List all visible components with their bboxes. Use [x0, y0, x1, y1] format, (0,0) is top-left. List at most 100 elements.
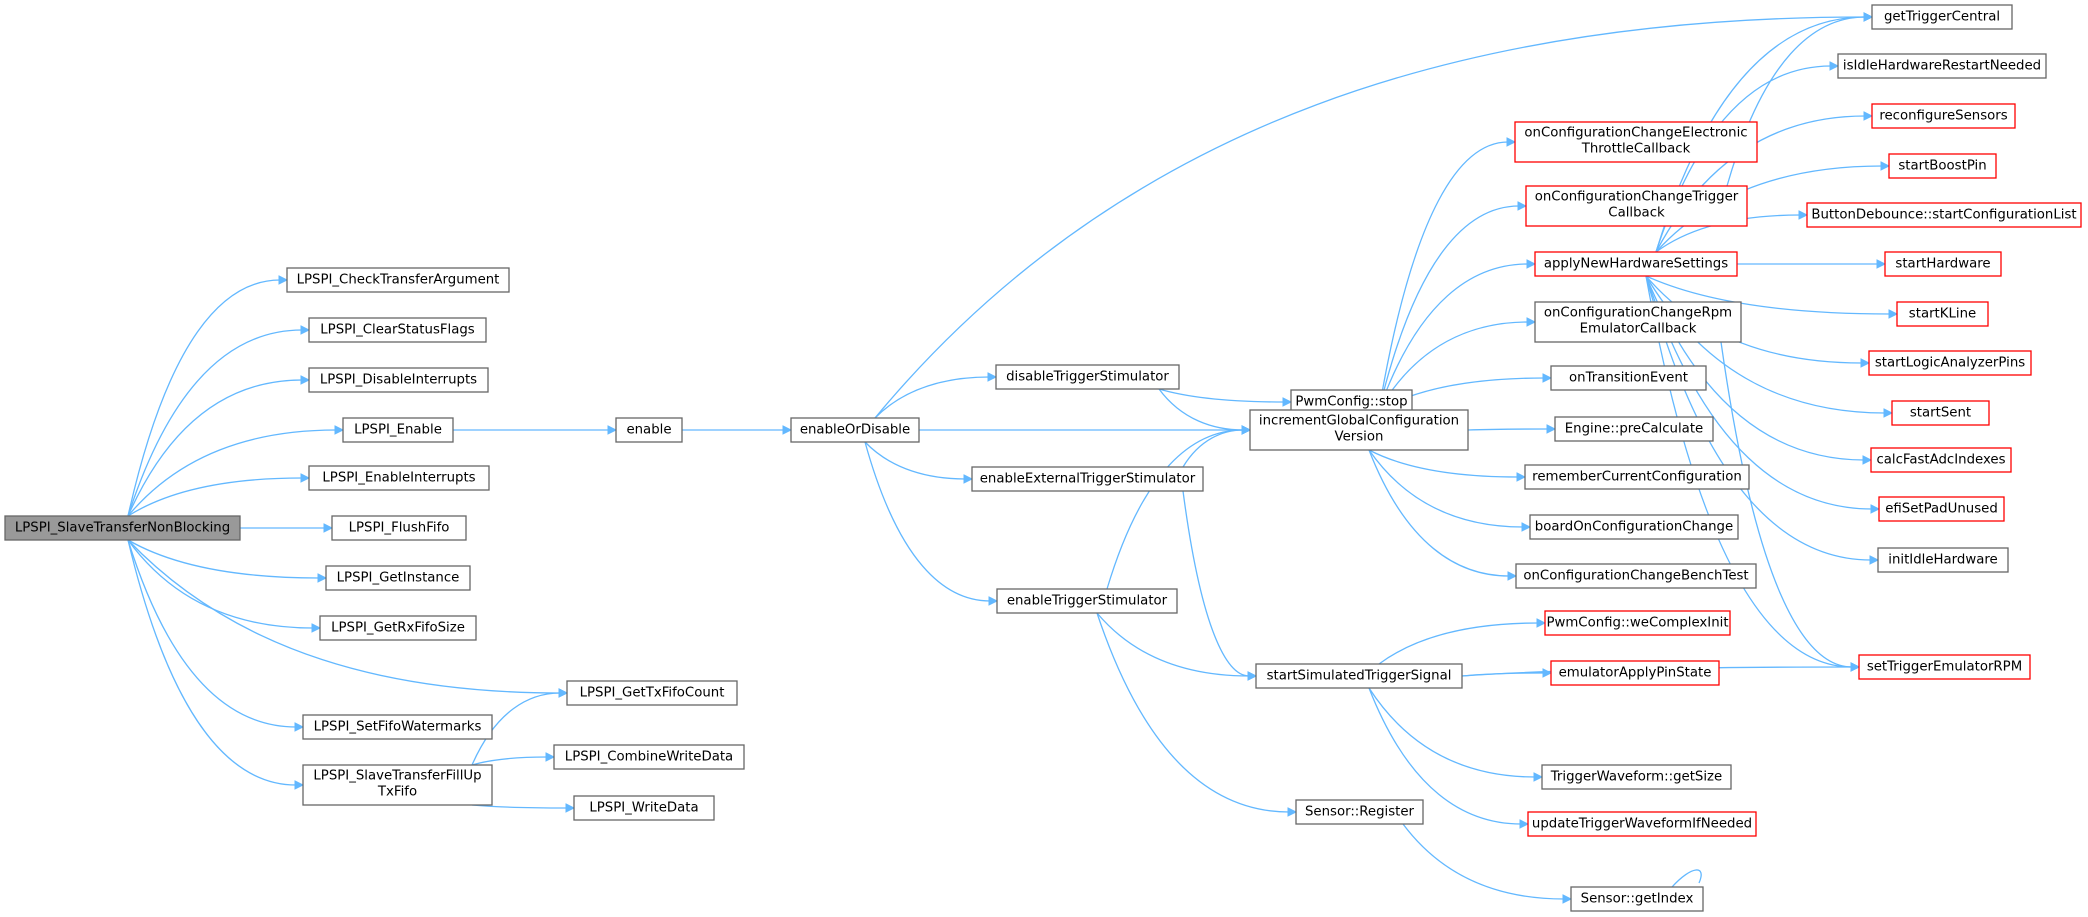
call-arrow-fillUp-to-getTxFifoCount: [558, 688, 569, 698]
function-node-startKLine[interactable]: startKLine: [1896, 301, 1989, 327]
node-box: [1550, 660, 1720, 686]
function-nodes: LPSPI_SlaveTransferNonBlocking LPSPI_Chec…: [4, 4, 2082, 912]
call-edge-sensorGetIndex-self: [1671, 869, 1702, 888]
call-edge-root-to-checkArg: [127, 279, 281, 517]
function-node-disableTrig[interactable]: disableTriggerStimulator: [995, 364, 1180, 390]
function-node-sensorGetIndex[interactable]: Sensor::getIndex: [1570, 886, 1704, 912]
call-arrow-root-to-checkArg: [278, 275, 289, 285]
node-box: [286, 267, 510, 293]
function-node-getTxFifoCount[interactable]: LPSPI_GetTxFifoCount: [566, 680, 738, 706]
node-label: PwmConfig::stop: [1295, 395, 1407, 410]
function-node-updTrigWave[interactable]: updateTriggerWaveformIfNeeded: [1527, 811, 1757, 837]
function-node-trigWaveSize[interactable]: TriggerWaveform::getSize: [1541, 764, 1732, 790]
call-arrow-incGlobal-to-onTransition: [1542, 373, 1553, 383]
node-box: [1524, 464, 1750, 490]
function-node-getTrigCentral[interactable]: getTriggerCentral: [1871, 4, 2013, 30]
call-arrow-incGlobal-to-boardOnCfg: [1521, 522, 1532, 532]
function-node-startSent[interactable]: startSent: [1891, 400, 1990, 426]
node-box: [1806, 202, 2082, 228]
function-node-combineWrite[interactable]: LPSPI_CombineWriteData: [553, 744, 745, 770]
call-edge-fillUp-to-getTxFifoCount: [471, 692, 561, 766]
call-edge-enableTrig-to-startSim: [1096, 612, 1250, 677]
function-node-root[interactable]: LPSPI_SlaveTransferNonBlocking: [4, 515, 241, 541]
call-arrow-lpspiEnable-to-enable: [607, 425, 618, 435]
node-box: [1888, 153, 1997, 179]
function-node-setTrigEmu[interactable]: setTriggerEmulatorRPM: [1858, 654, 2031, 680]
function-node-onCfgBench[interactable]: onConfigurationChangeBenchTest: [1515, 563, 1757, 589]
function-node-setFifoWm[interactable]: LPSPI_SetFifoWatermarks: [302, 714, 493, 740]
node-box: [302, 764, 493, 806]
function-node-onTransition[interactable]: onTransitionEvent: [1550, 365, 1707, 391]
function-node-flushFifo[interactable]: LPSPI_FlushFifo: [331, 515, 467, 541]
node-label: boardOnConfigurationChange: [1535, 520, 1733, 535]
function-node-startBoost[interactable]: startBoostPin: [1888, 153, 1997, 179]
node-box: [1515, 563, 1757, 589]
node-label: TxFifo: [377, 785, 417, 800]
function-node-isIdleRestart[interactable]: isIdleHardwareRestartNeeded: [1837, 53, 2047, 79]
call-arrow-enable-to-enableOrDisable: [782, 425, 793, 435]
node-label: onConfigurationChangeRpm: [1544, 306, 1732, 321]
call-arrow-root-to-clearStatus: [300, 325, 311, 335]
function-node-pwmComplex[interactable]: PwmConfig::weComplexInit: [1544, 610, 1731, 636]
function-node-initIdle[interactable]: initIdleHardware: [1877, 547, 2009, 573]
function-node-disableInt[interactable]: LPSPI_DisableInterrupts: [308, 367, 489, 393]
function-node-sensorRegister[interactable]: Sensor::Register: [1295, 799, 1424, 825]
function-node-lpspiEnable[interactable]: LPSPI_Enable: [342, 417, 454, 443]
function-node-onCfgEtb[interactable]: onConfigurationChangeElectronicThrottleC…: [1514, 121, 1758, 163]
node-box: [1529, 514, 1739, 540]
call-arrow-sensorRegister-to-sensorGetIndex: [1562, 894, 1573, 904]
node-box: [4, 515, 241, 541]
function-node-clearStatus[interactable]: LPSPI_ClearStatusFlags: [308, 317, 487, 343]
node-label: Sensor::getIndex: [1581, 892, 1694, 907]
function-node-reconfSensors[interactable]: reconfigureSensors: [1871, 103, 2016, 129]
function-node-enableOrDisable[interactable]: enableOrDisable: [790, 417, 920, 443]
node-label: TriggerWaveform::getSize: [1550, 770, 1722, 785]
call-arrow-incGlobal-to-applyHw: [1526, 259, 1537, 269]
function-node-enableInt[interactable]: LPSPI_EnableInterrupts: [308, 465, 490, 491]
call-edge-onCfgRpm-to-setTrigEmu: [1720, 341, 1853, 668]
function-node-boardOnCfg[interactable]: boardOnConfigurationChange: [1529, 514, 1739, 540]
function-node-enableExtTrig[interactable]: enableExternalTriggerStimulator: [971, 466, 1204, 492]
call-edge-enableTrig-to-incGlobal: [1106, 429, 1244, 590]
call-edge-root-to-fillUp: [127, 539, 297, 786]
function-node-calcFastAdc[interactable]: calcFastAdcIndexes: [1870, 447, 2012, 473]
node-box: [302, 714, 493, 740]
node-label: EmulatorCallback: [1580, 322, 1697, 337]
node-label: onTransitionEvent: [1569, 371, 1688, 386]
call-edge-incGlobal-to-rememberCfg: [1368, 449, 1519, 478]
function-node-enable[interactable]: enable: [615, 417, 683, 443]
call-edge-enableOrDisable-to-enableTrig: [864, 441, 991, 602]
function-node-startHw[interactable]: startHardware: [1884, 251, 2002, 277]
node-label: LPSPI_CheckTransferArgument: [297, 273, 500, 288]
function-node-applyHw[interactable]: applyNewHardwareSettings: [1534, 251, 1738, 277]
node-box: [615, 417, 683, 443]
function-node-emuApply[interactable]: emulatorApplyPinState: [1550, 660, 1720, 686]
call-arrow-applyHw-to-reconfSensors: [1863, 111, 1874, 121]
call-arrow-fillUp-to-combineWrite: [545, 752, 556, 762]
node-label: ButtonDebounce::startConfigurationList: [1811, 208, 2076, 223]
call-edge-applyHw-to-initIdle: [1645, 275, 1872, 561]
node-label: updateTriggerWaveformIfNeeded: [1532, 817, 1752, 832]
function-node-efiSetPad[interactable]: efiSetPadUnused: [1878, 496, 2005, 522]
node-label: startSent: [1910, 406, 1971, 421]
function-node-getInstance[interactable]: LPSPI_GetInstance: [325, 565, 471, 591]
call-edge-incGlobal-to-applyHw: [1378, 263, 1529, 411]
call-arrow-root-to-setFifoWm: [294, 722, 305, 732]
function-node-checkArg[interactable]: LPSPI_CheckTransferArgument: [286, 267, 510, 293]
function-node-rememberCfg[interactable]: rememberCurrentConfiguration: [1524, 464, 1750, 490]
call-arrow-disableTrig-to-pwmStop: [1282, 397, 1293, 407]
node-box: [325, 565, 471, 591]
function-node-enableTrig[interactable]: enableTriggerStimulator: [996, 588, 1178, 614]
function-node-startLogic[interactable]: startLogicAnalyzerPins: [1868, 350, 2032, 376]
function-node-getRxFifoSize[interactable]: LPSPI_GetRxFifoSize: [319, 615, 477, 641]
node-label: LPSPI_SetFifoWatermarks: [314, 720, 482, 735]
node-label: LPSPI_GetInstance: [337, 571, 460, 586]
function-node-preCalc[interactable]: Engine::preCalculate: [1554, 416, 1714, 442]
function-node-writeData[interactable]: LPSPI_WriteData: [573, 795, 715, 821]
function-node-btnDebounce[interactable]: ButtonDebounce::startConfigurationList: [1806, 202, 2082, 228]
function-node-startSim[interactable]: startSimulatedTriggerSignal: [1255, 663, 1463, 689]
